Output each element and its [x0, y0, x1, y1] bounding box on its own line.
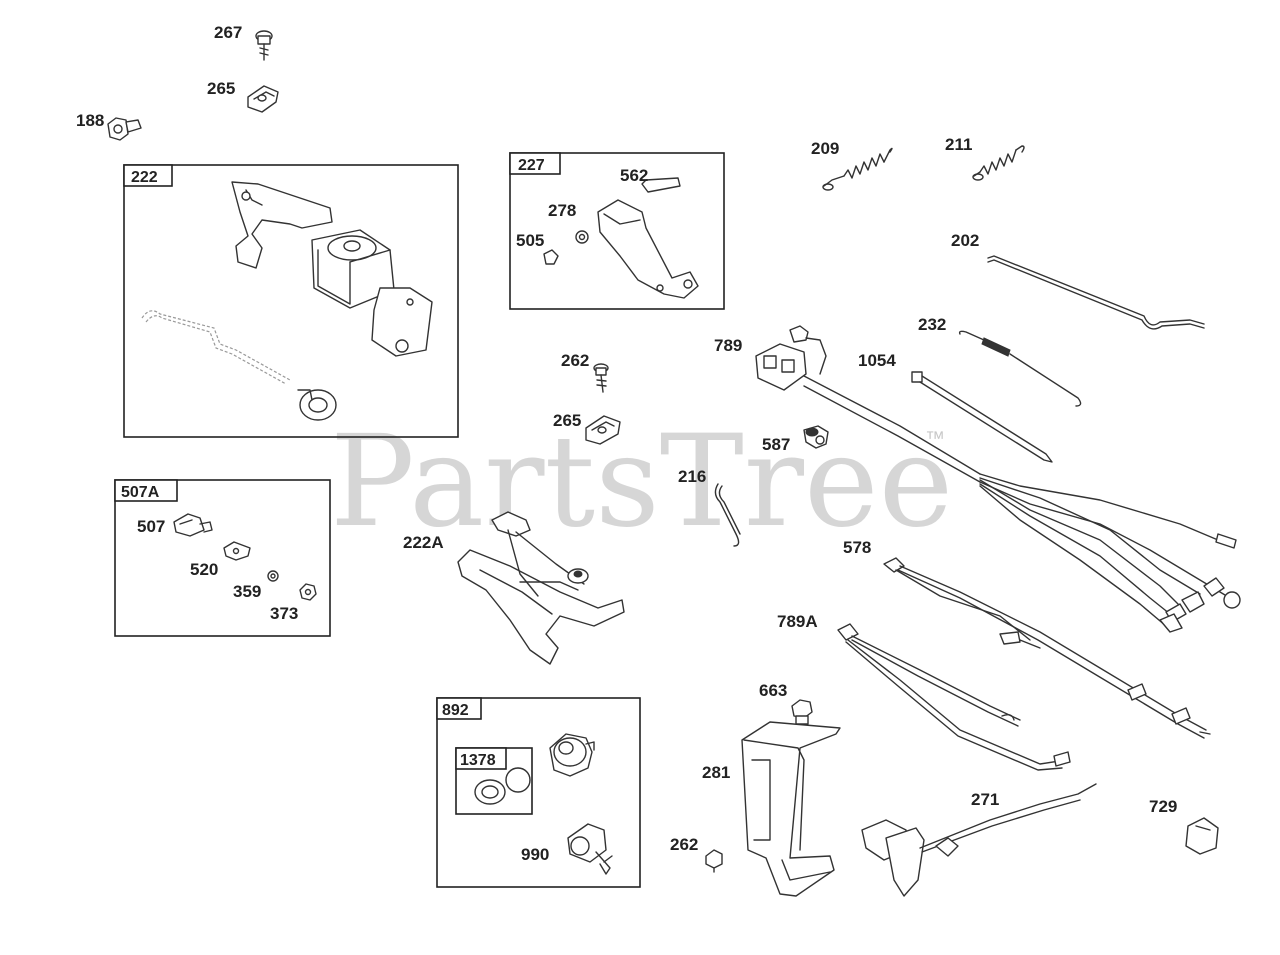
part-729-cover	[1185, 817, 1219, 855]
callout-222A: 222A	[403, 533, 444, 552]
callout-507: 507	[137, 517, 165, 536]
callout-209: 209	[811, 139, 839, 158]
part-188-bolt	[107, 117, 142, 141]
box-227: 227	[509, 152, 725, 310]
box-label-227: 227	[518, 157, 545, 174]
part-359-washer	[267, 570, 279, 582]
part-271-cable	[861, 783, 1097, 897]
callout-729: 729	[1149, 797, 1177, 816]
part-209-spring	[822, 147, 893, 191]
callout-278: 278	[548, 201, 576, 220]
part-262-screw-middle	[593, 363, 609, 393]
part-578-harness	[883, 557, 1211, 739]
box-label-892: 892	[442, 702, 469, 719]
part-227-bracket	[543, 177, 699, 299]
callout-990: 990	[521, 845, 549, 864]
box-892: 892	[436, 697, 641, 888]
part-202-rod	[987, 255, 1205, 330]
part-1054-cable-tie	[911, 371, 1053, 463]
callout-1054: 1054	[858, 351, 896, 370]
callout-578: 578	[843, 538, 871, 557]
part-265-clip-top	[247, 85, 279, 113]
part-281-bracket	[741, 721, 841, 897]
callout-265-top: 265	[207, 79, 235, 98]
callout-262-middle: 262	[561, 351, 589, 370]
part-222-governor-assembly	[141, 181, 433, 421]
box-label-222: 222	[131, 169, 158, 186]
callout-188: 188	[76, 111, 104, 130]
part-211-spring	[972, 145, 1025, 181]
callout-267: 267	[214, 23, 242, 42]
box-222: 222	[123, 164, 459, 438]
part-507-switch	[173, 513, 213, 537]
part-520-terminal	[223, 541, 251, 561]
callout-271: 271	[971, 790, 999, 809]
part-789-wiring-harness	[755, 325, 1241, 633]
part-232-spring	[958, 330, 1082, 407]
callout-202: 202	[951, 231, 979, 250]
callout-789A: 789A	[777, 612, 818, 631]
callout-587: 587	[762, 435, 790, 454]
callouts: 267 265 188 562 278 505 209 211 202 232 …	[76, 23, 1177, 864]
part-265-clip-middle	[585, 415, 621, 445]
callout-505: 505	[516, 231, 544, 250]
callout-789: 789	[714, 336, 742, 355]
box-1378: 1378	[455, 747, 533, 815]
part-587-clip	[803, 425, 829, 449]
callout-359: 359	[233, 582, 261, 601]
part-892-ignition-switch	[474, 733, 613, 875]
callout-232: 232	[918, 315, 946, 334]
callout-265-middle: 265	[553, 411, 581, 430]
callout-211: 211	[945, 135, 972, 154]
callout-663: 663	[759, 681, 787, 700]
box-label-1378: 1378	[460, 752, 496, 769]
part-267-screw	[255, 30, 273, 61]
part-663-screw	[791, 699, 813, 725]
watermark: PartsTree	[330, 408, 953, 555]
callout-216: 216	[678, 467, 706, 486]
part-222A-control-lever	[457, 511, 625, 665]
callout-373: 373	[270, 604, 298, 623]
part-262-screw-bottom	[705, 849, 723, 873]
box-507A: 507A	[114, 479, 331, 637]
part-373-nut	[299, 583, 317, 601]
part-216-link	[714, 483, 741, 547]
callout-562: 562	[620, 166, 648, 185]
callout-520: 520	[190, 560, 218, 579]
callout-262-bottom: 262	[670, 835, 698, 854]
box-label-507A: 507A	[121, 484, 160, 501]
callout-281: 281	[702, 763, 730, 782]
part-789A-harness	[837, 623, 1071, 771]
